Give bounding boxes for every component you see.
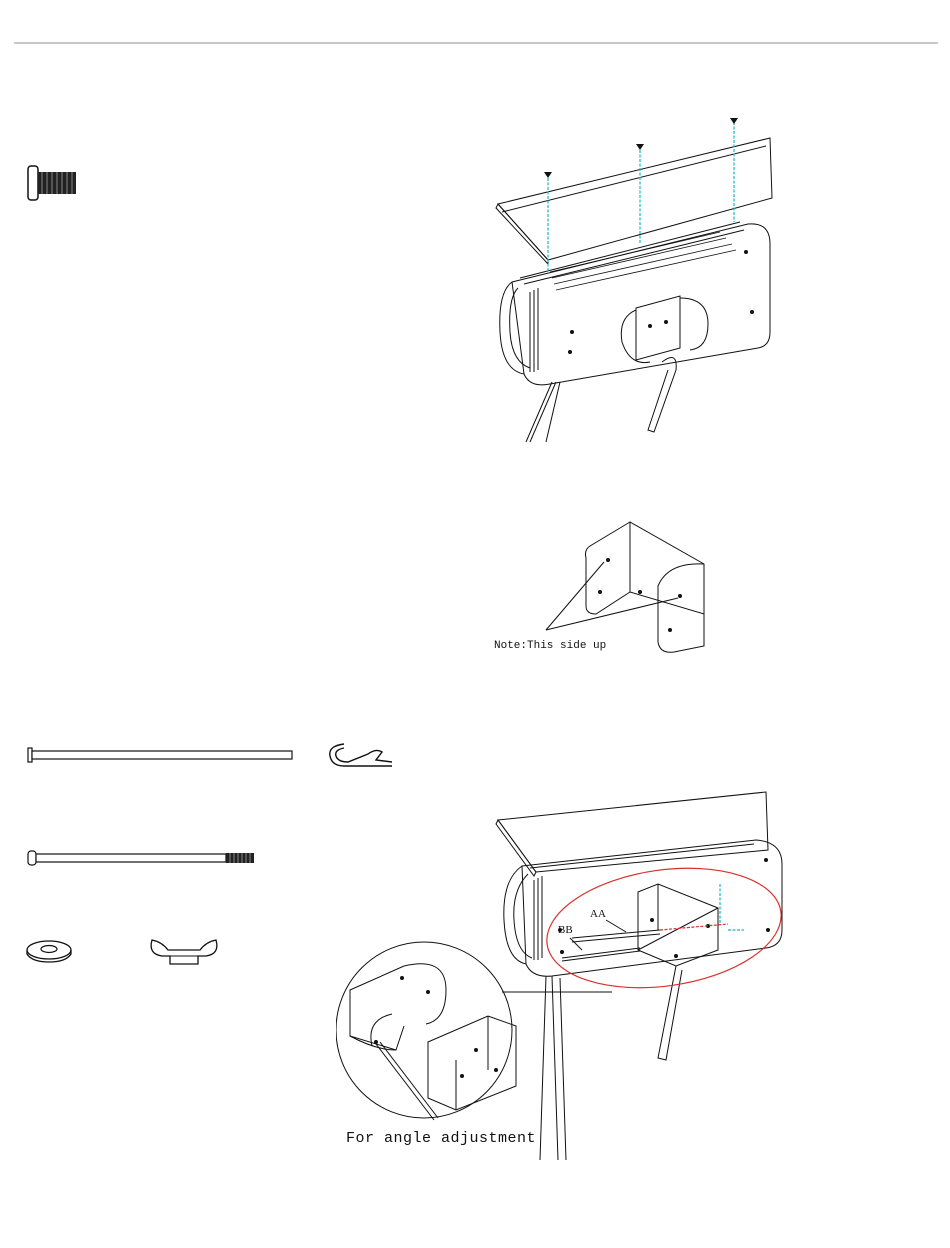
bracket-mounting-diagram bbox=[336, 780, 786, 1160]
label-bb: BB bbox=[558, 924, 573, 936]
page-header-rule bbox=[14, 42, 938, 44]
long-pin-icon bbox=[26, 746, 296, 764]
r-clip-icon bbox=[324, 740, 396, 772]
heater-top-cover-diagram bbox=[490, 112, 790, 447]
label-aa: AA bbox=[590, 908, 606, 920]
washer-icon bbox=[24, 936, 74, 964]
bracket-orientation-diagram bbox=[540, 518, 720, 658]
orientation-note: Note:This side up bbox=[494, 640, 606, 652]
angle-adjustment-callout: For angle adjustment bbox=[346, 1130, 536, 1147]
wing-nut-icon bbox=[146, 934, 222, 968]
screw-icon bbox=[26, 164, 80, 202]
bolt-icon bbox=[26, 848, 258, 868]
